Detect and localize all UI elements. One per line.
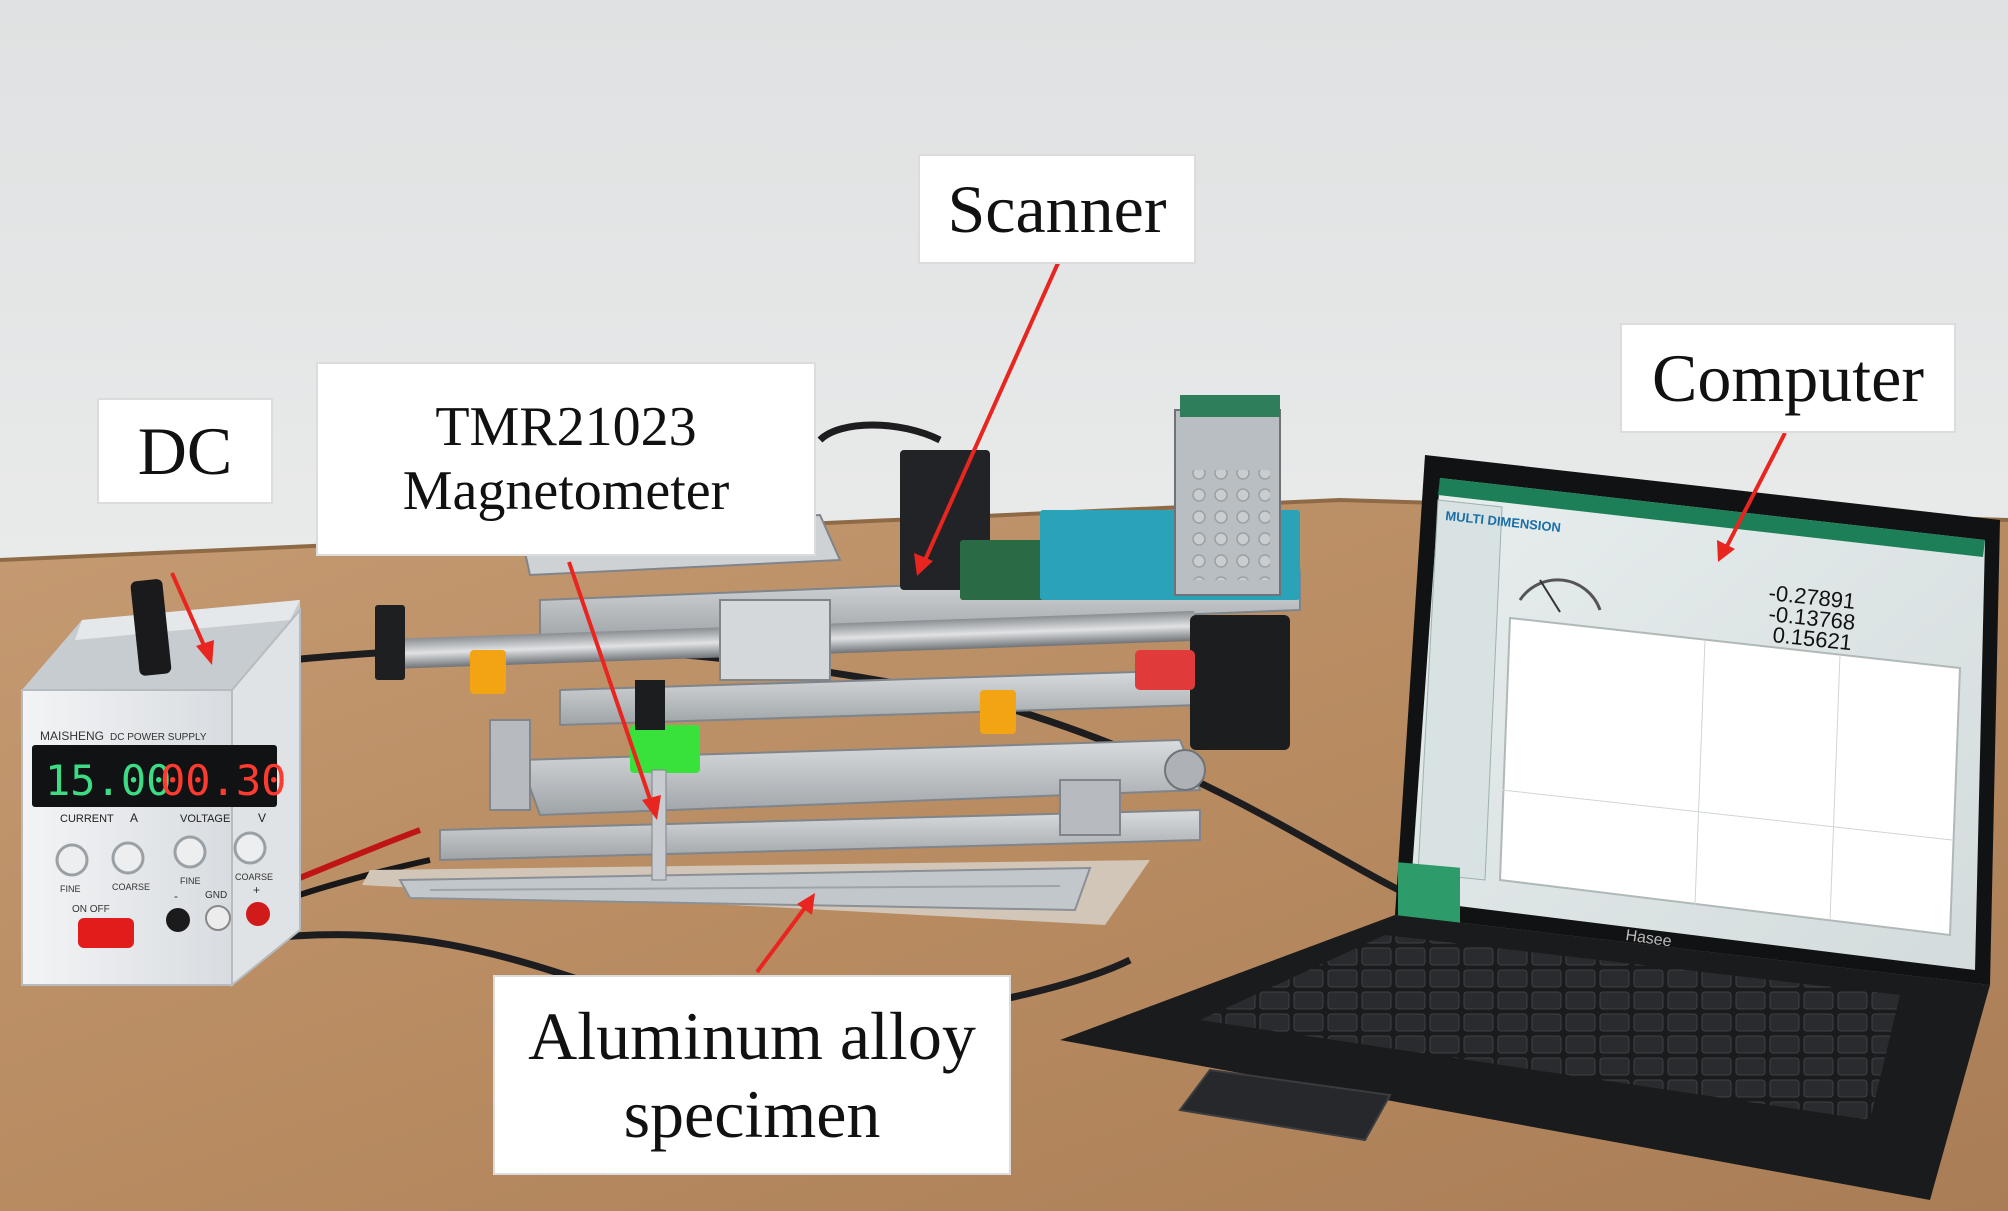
voltage-unit: V [258, 811, 266, 825]
annotation-arrows [170, 262, 1787, 974]
arrow-specimen-head [797, 893, 815, 915]
knob-voltage-coarse[interactable] [233, 831, 267, 865]
label-specimen: Aluminum alloy specimen [493, 975, 1011, 1175]
wall [0, 0, 2008, 560]
arrow-scanner-head [914, 553, 933, 576]
knob-label: COARSE [235, 872, 273, 882]
dc-power-supply: MAISHENG DC POWER SUPPLY 15.00 00.30 CUR… [21, 579, 301, 988]
cable [817, 421, 942, 444]
keyboard[interactable] [1200, 935, 1900, 1120]
current-display: 15.00 [45, 756, 171, 805]
handle [130, 579, 172, 676]
knob-label: COARSE [112, 882, 150, 892]
proximity-sensor [980, 690, 1016, 734]
knob-current-coarse[interactable] [111, 841, 145, 875]
label-scanner-text: Scanner [947, 170, 1167, 247]
knob-label: FINE [180, 876, 201, 886]
terminal-label: + [253, 883, 260, 897]
label-magnetometer-line1: TMR21023 [435, 395, 697, 458]
stepper-motor [1190, 615, 1290, 750]
power-switch[interactable] [78, 918, 134, 948]
touchpad[interactable] [1178, 1068, 1392, 1142]
current-label: CURRENT [60, 813, 114, 825]
label-specimen-line2: specimen [623, 1076, 881, 1152]
label-specimen-line1: Aluminum alloy [528, 997, 976, 1074]
scanner-frame [375, 395, 1301, 881]
arrow-magnetometer-head [642, 795, 661, 820]
terminal-label: GND [205, 890, 227, 901]
label-dc-text: DC [137, 412, 233, 489]
terminal-label: - [174, 889, 178, 903]
arrow-dc-head [196, 640, 214, 665]
label-magnetometer-line2: Magnetometer [402, 460, 730, 522]
terminal-gnd[interactable] [205, 905, 231, 931]
terminal-negative[interactable] [166, 908, 190, 932]
terminal-positive[interactable] [246, 902, 270, 926]
knob-voltage-fine[interactable] [173, 835, 207, 869]
knob-current-fine[interactable] [55, 843, 89, 877]
label-scanner: Scanner [918, 154, 1196, 264]
proximity-sensor [470, 650, 506, 694]
psu-model: DC POWER SUPPLY [110, 732, 207, 743]
label-magnetometer: TMR21023 Magnetometer [316, 362, 816, 556]
label-computer-text: Computer [1652, 339, 1924, 416]
arrow-specimen [755, 903, 809, 974]
magnetometer-probe [651, 769, 667, 881]
psu-brand: MAISHENG [40, 729, 104, 743]
laptop-brand: Hasee [1624, 927, 1672, 950]
knob-label: FINE [60, 884, 81, 894]
voltage-label: VOLTAGE [180, 813, 230, 825]
green-bracket [630, 725, 700, 773]
voltage-display: 00.30 [160, 756, 286, 805]
arrow-computer-head [1717, 540, 1735, 562]
plot-area [1498, 616, 1962, 937]
laptop: MULTI DIMENSION -0.27891 -0.13768 0.1562… [1060, 455, 2000, 1200]
arrow-scanner [923, 262, 1060, 561]
label-dc: DC [97, 398, 273, 504]
gauge [1518, 578, 1602, 611]
arrow-computer [1724, 432, 1787, 549]
arrow-dc [170, 572, 208, 651]
current-unit: A [130, 811, 138, 825]
label-computer: Computer [1620, 323, 1956, 433]
arrow-magnetometer [567, 561, 654, 806]
on-off-label: ON OFF [72, 904, 110, 915]
aluminum-specimen [362, 860, 1150, 925]
